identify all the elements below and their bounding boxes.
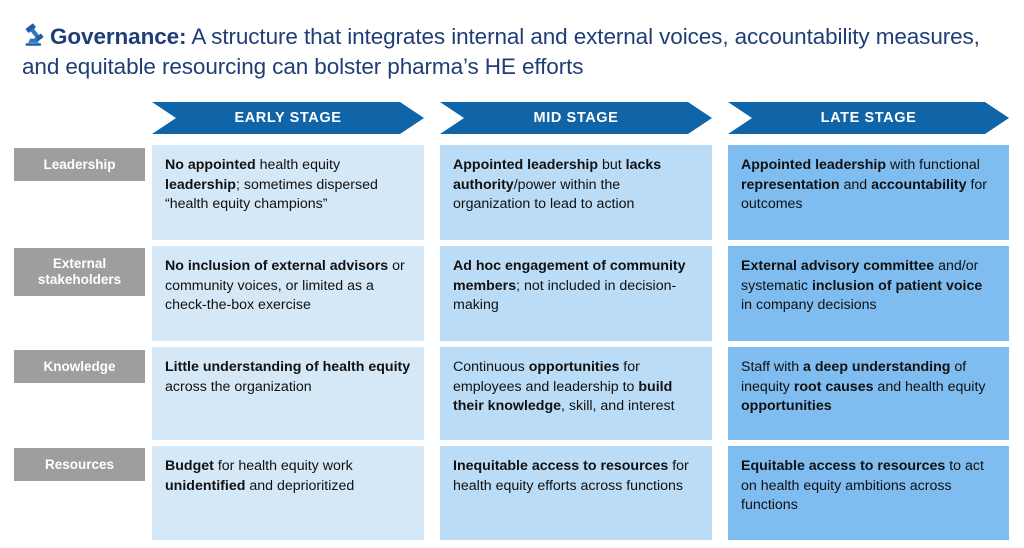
row-label-external-stakeholders-text: External stakeholders xyxy=(37,256,122,287)
cell-text-emphasis: opportunities xyxy=(528,359,620,375)
cell-text-emphasis: No appointed xyxy=(165,157,256,173)
cell-text-emphasis: unidentified xyxy=(165,477,246,494)
page-title: Governance: A structure that integrates … xyxy=(22,22,1002,82)
row-label-leadership[interactable]: Leadership xyxy=(14,148,145,181)
cell-text-emphasis: lacks authority xyxy=(453,157,662,193)
cell-text-emphasis: Ad hoc engagement of community members xyxy=(453,258,686,294)
cell-text-emphasis: Inequitable access to resources xyxy=(453,458,669,474)
cell-text: but xyxy=(598,157,626,173)
cell-knowledge-early[interactable]: Little understanding of health equity ac… xyxy=(152,347,424,440)
title-lead: Governance: xyxy=(50,24,187,49)
cell-resources-early[interactable]: Budget for health equity work unidentifi… xyxy=(152,446,424,540)
cell-text: and deprioritized xyxy=(245,477,355,494)
cell-text-emphasis: Appointed leadership xyxy=(741,157,887,173)
cell-resources-late[interactable]: Equitable access to resources to act on … xyxy=(728,446,1009,540)
row-label-knowledge-text: Knowledge xyxy=(43,358,116,374)
row-label-leadership-text: Leadership xyxy=(43,156,116,172)
stage-header-early-label: EARLY STAGE xyxy=(234,110,342,126)
row-label-knowledge[interactable]: Knowledge xyxy=(14,350,145,383)
cell-text-emphasis: inclusion of patient voice xyxy=(811,277,983,294)
cell-text-emphasis: representation xyxy=(741,176,840,193)
row-label-resources[interactable]: Resources xyxy=(14,448,145,481)
cell-text: for health equity efforts across functio… xyxy=(453,458,689,494)
cell-text: and health equity xyxy=(873,378,986,395)
row-label-external-stakeholders[interactable]: External stakeholders xyxy=(14,248,145,296)
cell-text: /power within the organization to lead t… xyxy=(453,176,635,213)
cell-text: for outcomes xyxy=(741,176,988,213)
cell-text: ; not included in decision-making xyxy=(453,277,677,314)
cell-text: in company decisions xyxy=(741,297,877,313)
stage-header-mid[interactable]: MID STAGE xyxy=(440,102,712,134)
cell-text-emphasis: Budget xyxy=(165,458,214,474)
cell-text: Staff with xyxy=(741,359,804,375)
cell-text-emphasis: build their knowledge xyxy=(453,378,673,415)
cell-text: health equity xyxy=(255,157,341,173)
cell-text-emphasis: Appointed leadership xyxy=(453,157,599,173)
cell-external-stakeholders-late[interactable]: External advisory committee and/or syste… xyxy=(728,246,1009,341)
cell-external-stakeholders-mid[interactable]: Ad hoc engagement of community members; … xyxy=(440,246,712,341)
gavel-icon xyxy=(22,23,48,49)
cell-knowledge-mid[interactable]: Continuous opportunities for employees a… xyxy=(440,347,712,440)
cell-text: of inequity xyxy=(741,359,967,395)
cell-knowledge-late[interactable]: Staff with a deep understanding of inequ… xyxy=(728,347,1009,440)
stage-header-early[interactable]: EARLY STAGE xyxy=(152,102,424,134)
cell-text-emphasis: root causes xyxy=(793,378,874,395)
cell-resources-mid[interactable]: Inequitable access to resources for heal… xyxy=(440,446,712,540)
cell-text: and/or systematic xyxy=(741,258,979,294)
cell-text-emphasis: No inclusion of external advisors xyxy=(165,258,389,274)
cell-external-stakeholders-early[interactable]: No inclusion of external advisors or com… xyxy=(152,246,424,341)
cell-text: ; sometimes dispersed “health equity cha… xyxy=(165,176,378,213)
cell-text: Continuous xyxy=(453,359,529,375)
cell-text: for employees and leadership to xyxy=(453,359,640,395)
cell-text: for health equity work xyxy=(213,458,353,474)
cell-text-emphasis: leadership xyxy=(165,176,236,193)
cell-text-emphasis: External advisory committee xyxy=(741,258,935,274)
cell-text: and xyxy=(839,176,872,193)
cell-text: , skill, and interest xyxy=(561,398,675,414)
cell-text-emphasis: accountability xyxy=(871,176,967,193)
title-rest: A structure that integrates internal and… xyxy=(22,24,980,79)
cell-text-emphasis: opportunities xyxy=(741,398,832,414)
cell-leadership-late[interactable]: Appointed leadership with functional rep… xyxy=(728,145,1009,240)
cell-leadership-mid[interactable]: Appointed leadership but lacks authority… xyxy=(440,145,712,240)
stage-header-mid-label: MID STAGE xyxy=(533,110,619,126)
cell-text-emphasis: Little understanding of health equity xyxy=(165,359,411,375)
cell-text: or community voices, or limited as a che… xyxy=(165,258,405,313)
cell-text: with functional xyxy=(886,157,980,173)
stage-header-late[interactable]: LATE STAGE xyxy=(728,102,1009,134)
cell-text-emphasis: a deep understanding xyxy=(803,359,951,375)
cell-leadership-early[interactable]: No appointed health equity leadership; s… xyxy=(152,145,424,240)
cell-text-emphasis: Equitable access to resources xyxy=(741,458,946,474)
stage-header-late-label: LATE STAGE xyxy=(820,110,917,126)
cell-text: to act on health equity ambitions across… xyxy=(741,458,984,513)
cell-text: across the organization xyxy=(165,378,312,395)
title-text: Governance: A structure that integrates … xyxy=(22,22,1002,82)
row-label-resources-text: Resources xyxy=(44,456,115,472)
